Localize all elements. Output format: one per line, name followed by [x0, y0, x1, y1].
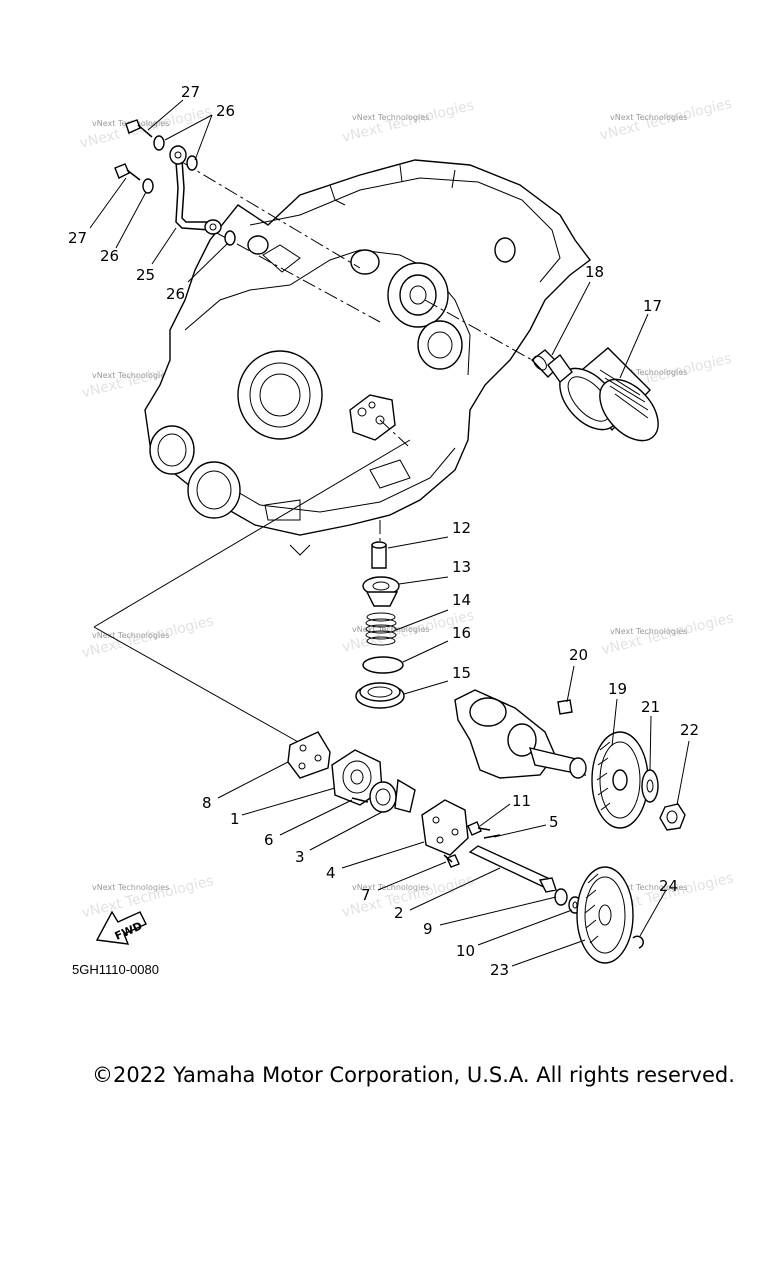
strainer-spring — [365, 612, 397, 646]
watermark: vNext Technologies — [92, 631, 169, 640]
fwd-arrow-icon: FWD — [95, 910, 147, 945]
callout-25: 25 — [136, 266, 155, 284]
callout-19: 19 — [608, 680, 627, 698]
callout-12: 12 — [452, 519, 471, 537]
callout-27: 27 — [181, 83, 200, 101]
callout-11: 11 — [512, 792, 531, 810]
callout-8: 8 — [202, 794, 212, 812]
callout-9: 9 — [423, 920, 433, 938]
callout-26: 26 — [166, 285, 185, 303]
watermark: vNext Technologies — [610, 368, 687, 377]
part-code-label: 5GH1110-0080 — [72, 962, 159, 977]
callout-14: 14 — [452, 591, 471, 609]
callout-6: 6 — [264, 831, 274, 849]
leader-lines — [89, 99, 690, 967]
callouts: 27 26 27 26 25 26 18 17 12 13 14 16 15 2… — [68, 83, 699, 979]
callout-3: 3 — [295, 848, 305, 866]
shaft-housing — [454, 689, 587, 779]
callout-2: 2 — [394, 904, 404, 922]
watermark: vNext Technologies — [610, 883, 687, 892]
pump-drive-gear — [576, 866, 644, 964]
strainer-assembly — [355, 541, 405, 709]
watermark: vNext Technologies — [610, 113, 687, 122]
watermark: vNext Technologies — [92, 883, 169, 892]
watermark: vNext Technologies — [92, 371, 169, 380]
callout-26: 26 — [100, 247, 119, 265]
callout-10: 10 — [456, 942, 475, 960]
callout-4: 4 — [326, 864, 336, 882]
oil-filter — [559, 347, 659, 442]
callout-20: 20 — [569, 646, 588, 664]
callout-7: 7 — [361, 886, 371, 904]
callout-18: 18 — [585, 263, 604, 281]
callout-23: 23 — [490, 961, 509, 979]
callout-26: 26 — [216, 102, 235, 120]
callout-5: 5 — [549, 813, 559, 831]
callout-1: 1 — [230, 810, 240, 828]
crankcase — [144, 159, 591, 556]
assembly-lines — [93, 161, 533, 744]
callout-22: 22 — [680, 721, 699, 739]
callout-24: 24 — [659, 877, 678, 895]
watermark: vNext Technologies — [352, 625, 429, 634]
watermark: vNext Technologies — [352, 883, 429, 892]
callout-13: 13 — [452, 558, 471, 576]
watermark: vNext Technologies — [352, 113, 429, 122]
oil-pipe-assembly — [114, 119, 236, 246]
watermark: vNext Technologies — [610, 627, 687, 636]
copyright-notice: ©2022 Yamaha Motor Corporation, U.S.A. A… — [92, 1063, 735, 1087]
gear-assembly — [591, 731, 686, 831]
watermark: vNext Technologies — [80, 873, 215, 921]
callout-15: 15 — [452, 664, 471, 682]
oil-filter-union-bolt — [530, 349, 573, 384]
callout-27: 27 — [68, 229, 87, 247]
callout-17: 17 — [643, 297, 662, 315]
callout-21: 21 — [641, 698, 660, 716]
callout-16: 16 — [452, 624, 471, 642]
